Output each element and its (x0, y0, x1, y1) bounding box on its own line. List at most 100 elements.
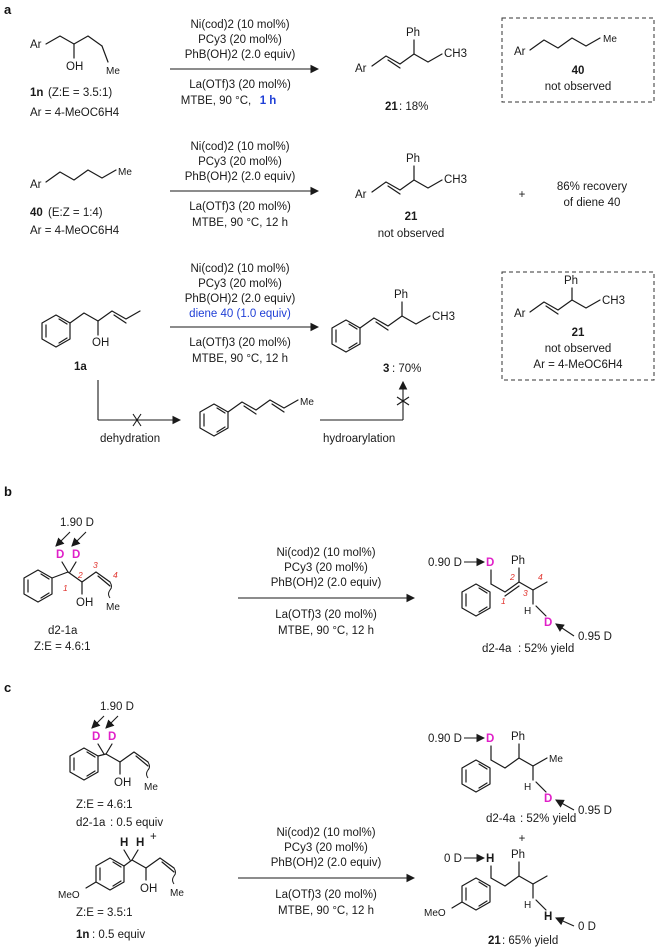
product-d2-4a-yield: : 52% yield (518, 643, 574, 655)
ph-label: Ph (406, 153, 420, 165)
deuterium-label: D (544, 793, 552, 805)
box-21-num: 21 (572, 327, 585, 339)
sm-1a-label: 1a (74, 361, 87, 373)
c-product-21: 0 D H MeO Ph H H 0 D 21 : 65% yield (424, 849, 596, 947)
ph-label: Ph (511, 555, 525, 567)
plus-sign: + (519, 833, 526, 845)
sm1-ratio: Z:E = 4.6:1 (76, 799, 133, 811)
cond-ni: Ni(cod)2 (10 mol%) (276, 827, 375, 839)
box-21: Ar Ph CH3 21 not observed Ar = 4-MeOC6H4 (501, 271, 655, 381)
dehydration-label: dehydration (100, 433, 160, 445)
carbon-number-3: 3 (523, 588, 528, 598)
me-label: Me (106, 66, 120, 77)
deuterium-label: D (56, 549, 64, 561)
sm2-equiv: : 0.5 equiv (92, 929, 145, 941)
carbon-number-3: 3 (93, 560, 98, 570)
c-product-d2-4a: 0.90 D D Ph Me H D 0.95 D d2-4a : 52% yi… (428, 731, 612, 845)
carbon-number-1: 1 (63, 583, 68, 593)
b-product-d2-4a: 0.90 D D Ph H D 0.95 D 1 2 3 4 d2-4a : 5… (428, 555, 612, 655)
section-c-label: c (4, 680, 11, 695)
cond-la: La(OTf)3 (20 mol%) (275, 609, 377, 621)
product-d2-4a-label: d2-4a (486, 813, 516, 825)
me-label: Me (170, 888, 184, 899)
d-content-top: 0.90 D (428, 733, 462, 745)
product-21-label: 21 (405, 211, 418, 223)
plus-sign: + (519, 189, 526, 201)
oh-label: OH (114, 777, 131, 789)
h-label: H (524, 900, 531, 911)
h-label: H (524, 782, 531, 793)
box-21-text: not observed (545, 343, 612, 355)
cond-ni: Ni(cod)2 (10 mol%) (276, 547, 375, 559)
me-label: Me (144, 782, 158, 793)
d-content-in: 1.90 D (60, 517, 94, 529)
row3-starting-material-1a: OH 1a (41, 310, 141, 373)
cond-ni: Ni(cod)2 (10 mol%) (190, 263, 289, 275)
deuterium-label: D (544, 617, 552, 629)
h-label: H (486, 853, 494, 865)
product-d2-4a-yield: : 52% yield (520, 813, 576, 825)
carbon-number-2: 2 (509, 572, 515, 582)
plus-sign: + (150, 831, 157, 843)
row3-conditions: Ni(cod)2 (10 mol%) PCy3 (20 mol%) PhB(OH… (170, 263, 320, 365)
cond-pcy3: PCy3 (20 mol%) (198, 156, 282, 168)
ar-label: Ar (355, 189, 367, 201)
hydroarylation-label: hydroarylation (323, 433, 395, 445)
cond-phb: PhB(OH)2 (2.0 equiv) (185, 49, 296, 61)
ar-label: Ar (355, 63, 367, 75)
ch3-label: CH3 (432, 311, 455, 323)
cond-time-1h: 1 h (260, 95, 277, 107)
d-content-bottom: 0 D (578, 921, 596, 933)
d-content-bottom: 0.95 D (578, 631, 612, 643)
oh-label: OH (66, 61, 83, 73)
ar-definition: Ar = 4-MeOC6H4 (30, 107, 120, 119)
sm-1n-ratio: (Z:E = 3.5:1) (48, 87, 112, 99)
ar-label: Ar (30, 179, 42, 191)
row2-conditions: Ni(cod)2 (10 mol%) PCy3 (20 mol%) PhB(OH… (170, 141, 320, 229)
deuterium-label: D (92, 731, 100, 743)
ch3-label: CH3 (444, 48, 467, 60)
sm1-label: d2-1a (76, 817, 106, 829)
cond-la: La(OTf)3 (20 mol%) (189, 201, 291, 213)
product-3-yield: : 70% (392, 363, 421, 375)
cond-mtbe: MTBE, 90 °C, (181, 95, 251, 107)
cond-mtbe-12h: MTBE, 90 °C, 12 h (192, 217, 288, 229)
sm-40-ratio: (E:Z = 1:4) (48, 207, 103, 219)
product-21-note: not observed (378, 228, 445, 240)
me-label: Me (118, 167, 132, 178)
recovery-line1: 86% recovery (557, 181, 628, 193)
h-label: H (524, 606, 531, 617)
h-label: H (544, 911, 552, 923)
ar-label: Ar (514, 308, 526, 320)
product-d2-4a-label: d2-4a (482, 643, 512, 655)
ar-definition: Ar = 4-MeOC6H4 (30, 225, 120, 237)
d-content-top: 0.90 D (428, 557, 462, 569)
h-label: H (120, 837, 128, 849)
cond-pcy3: PCy3 (20 mol%) (198, 34, 282, 46)
b-starting-material-d2-1a: 1.90 D D D OH Me 1 2 3 4 d2-1a Z:E = 4.6… (23, 517, 120, 653)
oh-label: OH (140, 883, 157, 895)
row1-product-21: Ar Ph CH3 21 : 18% (355, 27, 467, 113)
cond-la: La(OTf)3 (20 mol%) (275, 889, 377, 901)
ph-label: Ph (511, 731, 525, 743)
c-conditions: Ni(cod)2 (10 mol%) PCy3 (20 mol%) PhB(OH… (238, 827, 416, 917)
carbon-number-4: 4 (113, 570, 118, 580)
product-3-label: 3 (383, 363, 389, 375)
ch3-label: CH3 (444, 174, 467, 186)
deuterium-label: D (486, 557, 494, 569)
deuterium-label: D (486, 733, 494, 745)
cond-pcy3: PCy3 (20 mol%) (284, 562, 368, 574)
cond-phb: PhB(OH)2 (2.0 equiv) (271, 577, 382, 589)
cond-ni: Ni(cod)2 (10 mol%) (190, 141, 289, 153)
cond-pcy3: PCy3 (20 mol%) (284, 842, 368, 854)
product-21-label: 21 (488, 935, 501, 947)
row1-conditions: Ni(cod)2 (10 mol%) PCy3 (20 mol%) PhB(OH… (170, 19, 320, 107)
meo-label: MeO (424, 908, 446, 919)
meo-label: MeO (58, 890, 80, 901)
product-21-label: 21 (385, 101, 398, 113)
row3-product-3: Ph CH3 3 : 70% (331, 289, 455, 375)
b-conditions: Ni(cod)2 (10 mol%) PCy3 (20 mol%) PhB(OH… (238, 547, 416, 637)
sm-1n-label: 1n (30, 87, 43, 99)
ph-label: Ph (394, 289, 408, 301)
ph-label: Ph (406, 27, 420, 39)
